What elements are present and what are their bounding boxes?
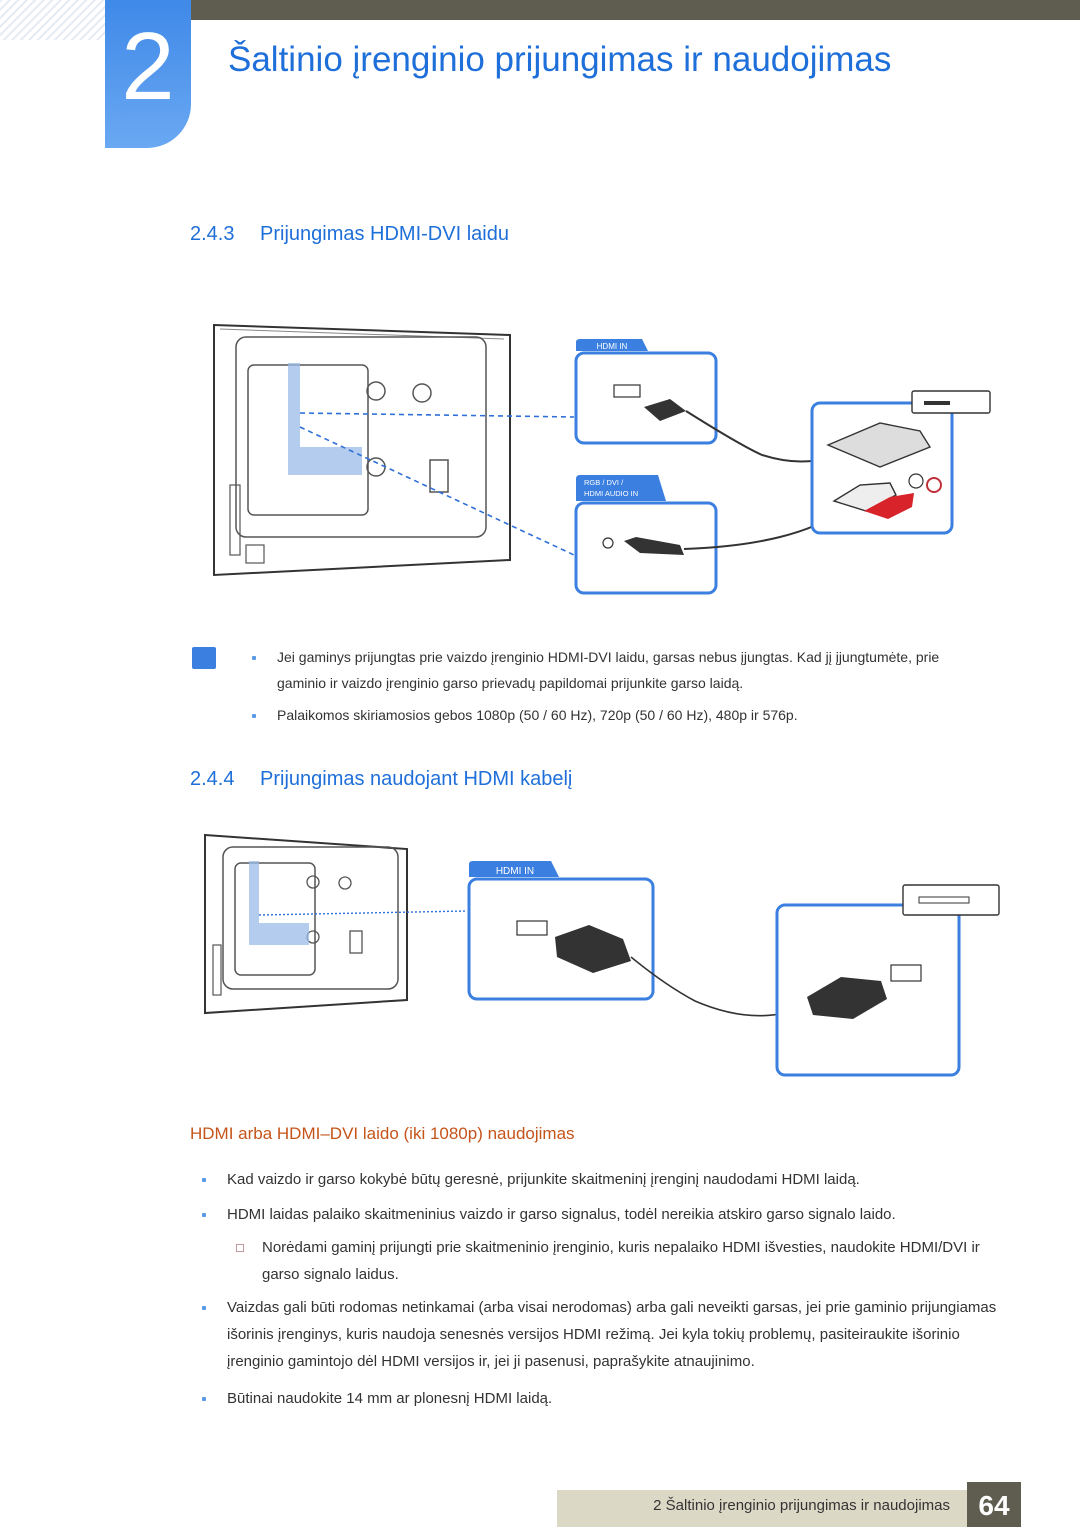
hdmi-dvi-diagram: HDMI IN RGB / DVI / HDMI AUDIO IN [213, 323, 991, 595]
section-number: 2.4.3 [190, 223, 235, 245]
footer-text: 2 Šaltinio įrenginio prijungimas ir naud… [653, 1497, 950, 1514]
note-item: Jei gaminys prijungtas prie vaizdo įreng… [252, 644, 977, 696]
subsection-bullet-list-2: Vaizdas gali būti rodomas netinkamai (ar… [202, 1294, 1017, 1412]
section-number: 2.4.4 [190, 768, 235, 790]
header-hatch [0, 0, 105, 40]
chapter-number: 2 [121, 13, 175, 120]
hdmi-in-label: HDMI IN [496, 866, 534, 877]
hdmi-in-label: HDMI IN [597, 342, 628, 351]
hdmi-audio-in-label: HDMI AUDIO IN [584, 489, 638, 498]
list-item: Vaizdas gali būti rodomas netinkamai (ar… [202, 1294, 1017, 1375]
section-title: Prijungimas naudojant HDMI kabelį [260, 768, 573, 790]
chapter-title: Šaltinio įrenginio prijungimas ir naudoj… [228, 40, 892, 79]
list-item: HDMI laidas palaiko skaitmeninius vaizdo… [202, 1201, 1017, 1228]
chapter-number-box [105, 0, 191, 148]
note-item: Palaikomos skiriamosios gebos 1080p (50 … [252, 702, 977, 728]
subsection-title: HDMI arba HDMI–DVI laido (iki 1080p) nau… [190, 1124, 575, 1143]
list-item: Kad vaizdo ir garso kokybė būtų geresnė,… [202, 1166, 1017, 1193]
section-title: Prijungimas HDMI-DVI laidu [260, 223, 509, 245]
note-icon [192, 647, 216, 669]
sub-list-item: Norėdami gaminį prijungti prie skaitmeni… [236, 1234, 1007, 1288]
subsection-bullet-list: Kad vaizdo ir garso kokybė būtų geresnė,… [202, 1166, 1017, 1228]
monitor-back-illustration [213, 323, 511, 577]
header-bar-dark [190, 0, 1080, 20]
rgb-dvi-label: RGB / DVI / [584, 478, 624, 487]
list-item: Būtinai naudokite 14 mm ar plonesnį HDMI… [202, 1385, 1017, 1412]
hdmi-diagram: HDMI IN [204, 833, 1000, 1077]
footer-bar [557, 1490, 967, 1527]
page-number: 64 [967, 1482, 1021, 1527]
monitor-back-illustration [204, 833, 408, 1015]
note-list: Jei gaminys prijungtas prie vaizdo įreng… [252, 644, 977, 728]
section-heading-244: 2.4.4 Prijungimas naudojant HDMI kabelį [190, 768, 572, 791]
section-heading-243: 2.4.3 Prijungimas HDMI-DVI laidu [190, 223, 509, 246]
